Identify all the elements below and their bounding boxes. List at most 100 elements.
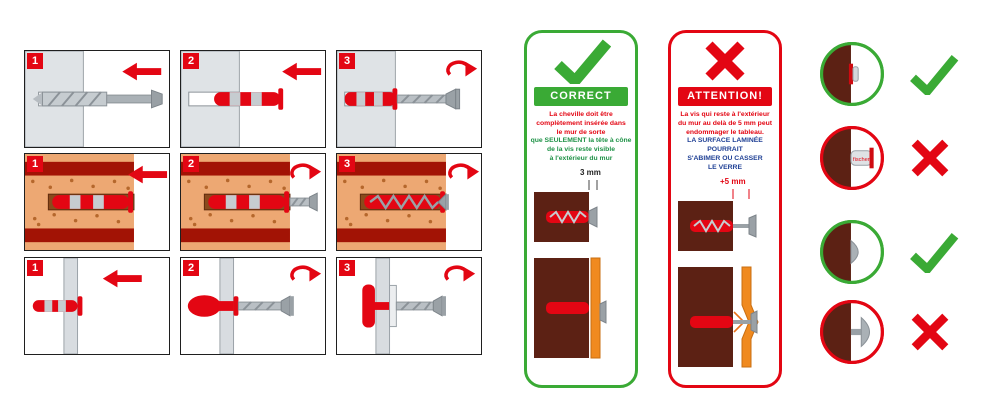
text-line: LE VERRE: [708, 163, 742, 171]
step-number-badge: 3: [339, 156, 355, 172]
rotate-arrow-icon: [290, 265, 323, 284]
brand-label: fischer: [853, 157, 870, 163]
screw-head: [599, 300, 607, 324]
example-screw-flush: [818, 218, 960, 286]
example-screw-protruding: [818, 298, 952, 366]
attention-diagram: +5 mm: [676, 176, 774, 371]
check-icon: [554, 39, 611, 84]
rotate-arrow-icon: [446, 60, 479, 79]
brick-speckles: [31, 178, 130, 227]
screw-icon: [237, 295, 294, 317]
screw-head: [860, 316, 871, 348]
panel-hollow-step-2: 2: [180, 257, 326, 355]
text-line: LA SURFACE LAMINÉE POURRAIT: [687, 137, 763, 154]
plug-collar: [869, 147, 874, 169]
screw-icon: [369, 192, 449, 212]
plug-collar: [848, 63, 854, 85]
text-line: S'ABIMER OU CASSER: [687, 155, 763, 163]
screw-shank: [733, 223, 749, 228]
wall-plug-icon: [690, 315, 733, 328]
attention-text: La vis qui reste à l'extérieur du mur au…: [671, 111, 779, 173]
check-icon: [910, 55, 959, 95]
correct-text: La cheville doit être complètement insér…: [527, 111, 635, 164]
screw-icon: [289, 192, 318, 212]
screw-seated-brick-illustration: [337, 154, 481, 250]
panel-brick-step-3: 3: [336, 153, 482, 251]
panel-concrete-step-3: 3: [336, 50, 482, 148]
push-left-arrow-icon: [282, 62, 322, 81]
wall-plug-icon: [546, 301, 589, 314]
text-line: du mur au delà de 5 mm peut: [677, 119, 773, 127]
panel-brick-step-2: 2: [180, 153, 326, 251]
cross-icon: [705, 41, 745, 81]
panel-brick-step-1: 1: [24, 153, 170, 251]
drive-screw-illustration: [337, 51, 479, 147]
plug-folded-illustration: [362, 258, 477, 354]
folded-plug-icon: [362, 284, 390, 328]
wall-plug-icon: [214, 88, 284, 110]
gap-measurement: +5 mm: [720, 176, 746, 186]
cross-icon: [911, 313, 949, 351]
text-line: endommager le tableau.: [686, 128, 764, 136]
step-number-badge: 1: [27, 260, 43, 276]
correct-card: CORRECT La cheville doit être complèteme…: [524, 30, 638, 388]
screw-protruding-circle: [820, 300, 884, 364]
plug-flush-circle: [820, 42, 884, 106]
screw-head: [850, 239, 859, 265]
rotate-arrow-icon: [290, 163, 323, 182]
check-icon: [910, 233, 959, 273]
rotate-arrow-icon: [448, 163, 481, 182]
correct-cross-section: [534, 179, 607, 359]
cross-icon: [911, 139, 949, 177]
text-line: La vis qui reste à l'extérieur: [680, 111, 770, 118]
insert-plug-illustration: [181, 51, 322, 147]
screw-flush-circle: [820, 220, 884, 284]
text-line: le mur de sorte: [556, 128, 606, 136]
panel-hollow-step-1: 1: [24, 257, 170, 355]
screw-head: [750, 309, 758, 334]
attention-cross-section: [678, 188, 759, 368]
step-number-badge: 2: [183, 260, 199, 276]
step-number-badge: 2: [183, 53, 199, 69]
step-number-badge: 1: [27, 156, 43, 172]
example-plug-protruding: fischer: [818, 124, 952, 192]
brick-speckles: [343, 178, 442, 227]
text-line: que SEULEMENT la tête à cône: [530, 137, 632, 145]
correct-diagram: 3 mm: [532, 167, 630, 362]
wall-plug-icon: [187, 295, 239, 317]
screw-head: [588, 206, 598, 228]
text-line: de la vis reste visible: [546, 146, 615, 154]
step-number-badge: 1: [27, 53, 43, 69]
drive-screw-brick-illustration: [181, 154, 323, 250]
wall-plug-icon: [344, 88, 398, 110]
example-plug-flush: [818, 40, 960, 108]
broken-laminate-panel: [741, 266, 759, 368]
insert-plug-hollow-illustration: [32, 258, 142, 354]
attention-banner: ATTENTION!: [678, 87, 772, 106]
wall-plug-icon: [208, 191, 289, 213]
insert-plug-brick-illustration: [25, 154, 168, 250]
push-left-arrow-icon: [122, 62, 162, 81]
screw-icon: [396, 88, 461, 110]
text-line: complètement insérée dans: [536, 119, 626, 127]
step-number-badge: 3: [339, 53, 355, 69]
attention-card: ATTENTION! La vis qui reste à l'extérieu…: [668, 30, 782, 388]
gap-measurement: 3 mm: [580, 167, 601, 177]
plug-end: [852, 66, 859, 82]
wall-plug-icon: [52, 191, 133, 213]
wall-plug-icon: [32, 296, 83, 316]
drill-illustration: [25, 51, 163, 147]
text-line: La cheville doit être: [549, 111, 613, 118]
correct-banner: CORRECT: [534, 87, 628, 106]
panel-concrete-step-2: 2: [180, 50, 326, 148]
push-left-arrow-icon: [102, 269, 142, 288]
panel-hollow-step-3: 3: [336, 257, 482, 355]
rotate-arrow-icon: [444, 265, 477, 284]
screw-icon: [395, 295, 446, 317]
screw-shank: [850, 328, 862, 336]
brick-speckles: [187, 178, 286, 227]
screw-head: [748, 214, 757, 238]
plug-protruding-circle: fischer: [820, 126, 884, 190]
drive-screw-hollow-illustration: [187, 258, 323, 354]
